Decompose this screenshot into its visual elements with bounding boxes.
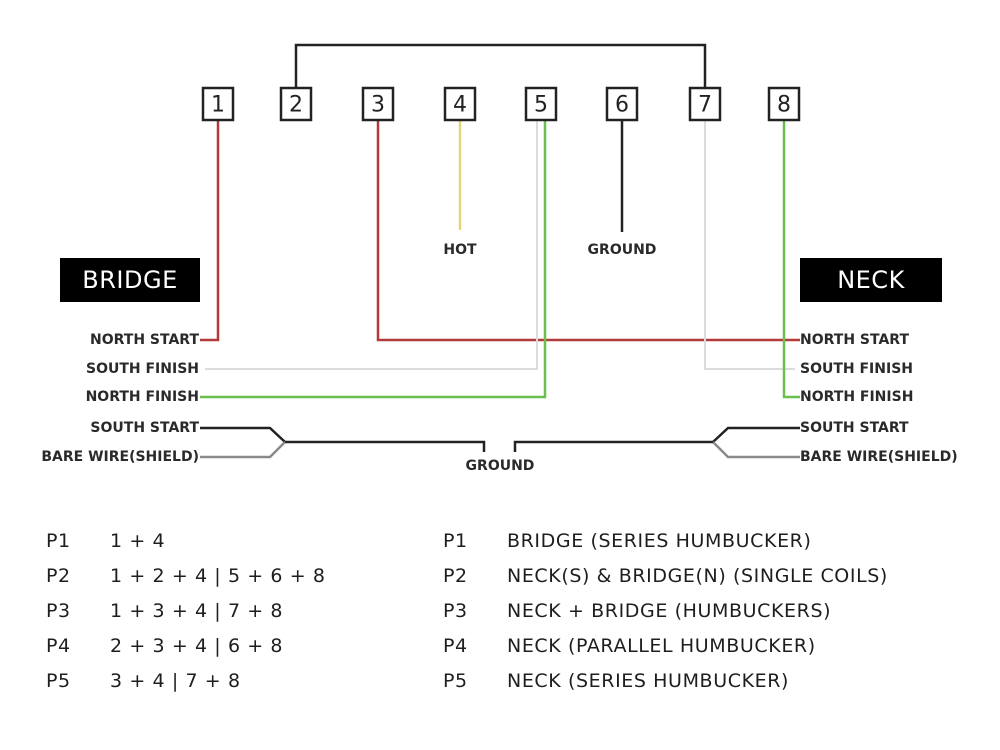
legend-row: P4 2 + 3 + 4 | 6 + 8 (46, 628, 326, 663)
bridge-wire-label: SOUTH START (90, 420, 199, 436)
legend-row: P2 NECK(S) & BRIDGE(N) (SINGLE COILS) (443, 558, 888, 593)
position-label: P4 (443, 634, 468, 657)
position-description: NECK + BRIDGE (HUMBUCKERS) (507, 599, 832, 622)
terminal-number: 4 (453, 93, 467, 118)
terminal-number: 6 (615, 93, 629, 118)
neck-pickup-label: NECK (837, 266, 905, 294)
switch-combinations-legend: P1 1 + 4 P2 1 + 2 + 4 | 5 + 6 + 8 P3 1 + 3 + … (46, 523, 326, 698)
position-label: P2 (46, 564, 71, 587)
ground-label-top: GROUND (588, 242, 657, 258)
terminal-1: 1 (201, 86, 235, 122)
position-label: P1 (443, 529, 468, 552)
position-label: P3 (46, 599, 71, 622)
legend-row: P5 NECK (SERIES HUMBUCKER) (443, 663, 888, 698)
position-description: NECK (SERIES HUMBUCKER) (507, 669, 790, 692)
position-description: NECK(S) & BRIDGE(N) (SINGLE COILS) (507, 564, 888, 587)
terminal-combination: 1 + 4 (110, 529, 166, 552)
legend-row: P3 1 + 3 + 4 | 7 + 8 (46, 593, 326, 628)
wire-bridge-north-finish (200, 120, 547, 399)
position-label: P5 (443, 669, 468, 692)
hot-label: HOT (443, 242, 477, 258)
bridge-pickup-label: BRIDGE (82, 266, 177, 294)
terminal-number: 1 (211, 93, 225, 118)
legend-row: P4 NECK (PARALLEL HUMBUCKER) (443, 628, 888, 663)
terminal-box (361, 86, 395, 122)
terminal-7: 7 (688, 86, 722, 122)
terminal-2: 2 (279, 86, 313, 122)
neck-wire-label: NORTH START (800, 332, 909, 348)
position-description: BRIDGE (SERIES HUMBUCKER) (507, 529, 812, 552)
wire-bridge-ground (285, 440, 486, 452)
terminal-4: 4 (443, 86, 477, 122)
neck-pickup-box (800, 258, 942, 302)
position-description: NECK (PARALLEL HUMBUCKER) (507, 634, 816, 657)
terminal-box (524, 86, 558, 122)
terminal-5: 5 (524, 86, 558, 122)
position-label: P4 (46, 634, 71, 657)
legend-row: P1 1 + 4 (46, 523, 326, 558)
legend-row: P1 BRIDGE (SERIES HUMBUCKER) (443, 523, 888, 558)
legend-row: P3 NECK + BRIDGE (HUMBUCKERS) (443, 593, 888, 628)
position-label: P3 (443, 599, 468, 622)
neck-wire-label: SOUTH START (800, 420, 909, 436)
wire-bridge-bare (200, 441, 286, 459)
wire-bridge-south-start (200, 426, 286, 443)
neck-wire-label: SOUTH FINISH (800, 361, 913, 377)
neck-wire-label: NORTH FINISH (800, 389, 913, 405)
bridge-wire-label: BARE WIRE(SHIELD) (41, 449, 199, 465)
ground-label-bottom: GROUND (466, 458, 535, 474)
wire-neck-south-finish (704, 120, 795, 370)
neck-wire-labels: NORTH START SOUTH FINISH NORTH FINISH SO… (800, 332, 958, 465)
terminal-combination: 2 + 3 + 4 | 6 + 8 (110, 634, 284, 657)
terminal-combination: 1 + 3 + 4 | 7 + 8 (110, 599, 284, 622)
terminal-8: 8 (767, 86, 801, 122)
terminal-box (443, 86, 477, 122)
wire-bridge-south-finish (205, 120, 538, 370)
terminal-number: 5 (534, 93, 548, 118)
terminal-box (605, 86, 639, 122)
terminal-combination: 1 + 2 + 4 | 5 + 6 + 8 (110, 564, 326, 587)
terminal-box (279, 86, 313, 122)
terminal-number: 7 (698, 93, 712, 118)
terminal-box (201, 86, 235, 122)
switch-terminals: 1 2 3 4 5 6 7 8 (201, 86, 801, 122)
position-label: P2 (443, 564, 468, 587)
wire-jumper-2-7 (294, 43, 707, 90)
wire-neck-ground (513, 440, 713, 452)
position-label: P1 (46, 529, 71, 552)
terminal-number: 8 (777, 93, 791, 118)
bridge-wire-label: NORTH FINISH (86, 389, 199, 405)
bridge-wire-label: NORTH START (90, 332, 199, 348)
terminal-3: 3 (361, 86, 395, 122)
terminal-box (688, 86, 722, 122)
legend-row: P2 1 + 2 + 4 | 5 + 6 + 8 (46, 558, 326, 593)
bridge-wire-labels: NORTH START SOUTH FINISH NORTH FINISH SO… (41, 332, 199, 465)
wire-neck-bare (712, 441, 800, 459)
bridge-pickup-box (60, 258, 200, 302)
switch-positions-legend: P1 BRIDGE (SERIES HUMBUCKER) P2 NECK(S) & B… (443, 523, 888, 698)
wire-bridge-north-start (200, 120, 220, 342)
terminal-combination: 3 + 4 | 7 + 8 (110, 669, 241, 692)
terminal-number: 2 (289, 93, 303, 118)
terminal-box (767, 86, 801, 122)
terminal-6: 6 (605, 86, 639, 122)
legend-row: P5 3 + 4 | 7 + 8 (46, 663, 326, 698)
wire-neck-north-start (376, 120, 800, 342)
wire-neck-south-start (712, 426, 800, 443)
position-label: P5 (46, 669, 71, 692)
neck-wire-label: BARE WIRE(SHIELD) (800, 449, 958, 465)
terminal-number: 3 (371, 93, 385, 118)
bridge-wire-label: SOUTH FINISH (86, 361, 199, 377)
wire-neck-north-finish (782, 120, 800, 399)
wires (200, 43, 800, 459)
